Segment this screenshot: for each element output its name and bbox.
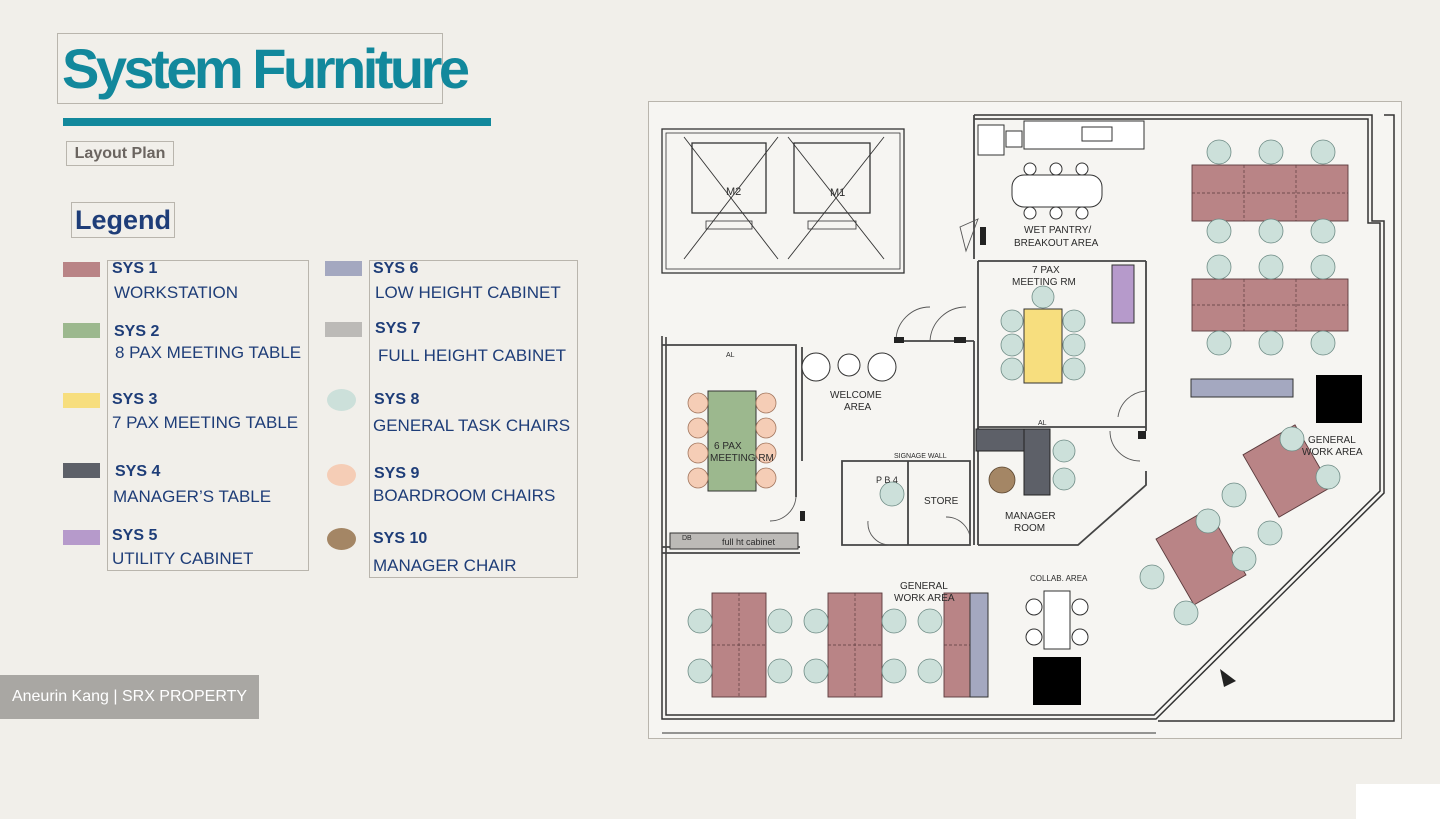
plan-label-store: STORE — [924, 496, 959, 507]
legend-swatch-sys3 — [63, 393, 100, 408]
plan-label-pantry-1: WET PANTRY/ — [1024, 225, 1091, 236]
plan-label-m1: M1 — [830, 187, 845, 199]
title-frame: System Furniture — [57, 33, 470, 104]
legend-heading: Legend — [71, 202, 175, 238]
watermark: Aneurin Kang | SRX PROPERTY — [0, 675, 259, 719]
legend-code-sys1: SYS 1 — [112, 260, 158, 277]
legend-swatch-sys1 — [63, 262, 100, 277]
legend-code-sys6: SYS 6 — [373, 260, 419, 277]
legend-swatch-sys2 — [63, 323, 100, 338]
plan-label-7pax-2: MEETING RM — [1012, 277, 1076, 288]
legend-code-sys4: SYS 4 — [115, 463, 161, 480]
legend-code-sys10: SYS 10 — [373, 530, 428, 547]
legend-code-sys3: SYS 3 — [112, 391, 158, 408]
legend-swatch-sys4 — [63, 463, 100, 478]
plan-label-m2: M2 — [726, 186, 741, 198]
legend-frame-right — [369, 260, 578, 578]
legend-code-sys9: SYS 9 — [374, 465, 420, 482]
corner-patch — [1356, 784, 1440, 819]
legend-label-sys10: MANAGER CHAIR — [373, 556, 517, 575]
page-title: System Furniture — [62, 37, 470, 100]
floor-plan: M2 M1 WET PANTRY/ BREAKOUT AREA 7 PAX ME… — [648, 101, 1402, 739]
legend-frame-left — [107, 260, 309, 571]
legend-label-sys5: UTILITY CABINET — [112, 549, 254, 568]
legend-swatch-sys9 — [327, 464, 356, 486]
legend-label-sys1: WORKSTATION — [114, 283, 239, 302]
plan-label-gwa-bottom-2: WORK AREA — [894, 593, 955, 604]
plan-label-gwa-right-2: WORK AREA — [1302, 447, 1363, 458]
plan-label-welcome-2: AREA — [844, 402, 872, 413]
plan-label-pb: P B 4 — [876, 475, 898, 485]
legend-code-sys5: SYS 5 — [112, 527, 158, 544]
plan-label-full-cabinet: full ht cabinet — [722, 537, 776, 547]
legend-label-sys2: 8 PAX MEETING TABLE — [115, 343, 302, 362]
legend-code-sys2: SYS 2 — [114, 323, 160, 340]
legend-label-sys7: FULL HEIGHT CABINET — [378, 346, 566, 365]
legend-label-sys6: LOW HEIGHT CABINET — [375, 283, 561, 302]
legend-swatch-sys8 — [327, 389, 356, 411]
legend-label-sys9: BOARDROOM CHAIRS — [373, 486, 556, 505]
plan-label-6pax-1: 6 PAX — [714, 441, 742, 452]
plan-label-gwa-right-1: GENERAL — [1308, 435, 1356, 446]
legend-swatch-sys10 — [327, 528, 356, 550]
legend-swatch-sys7 — [325, 322, 362, 337]
plan-label-manager-1: MANAGER — [1005, 511, 1056, 522]
plan-label-al-2: AL — [1038, 420, 1047, 427]
legend-swatch-sys5 — [63, 530, 100, 545]
plan-label-signage: SIGNAGE WALL — [894, 453, 947, 460]
legend-code-sys7: SYS 7 — [375, 320, 421, 337]
plan-label-collab: COLLAB. AREA — [1030, 574, 1088, 583]
subtitle: Layout Plan — [66, 141, 174, 166]
plan-label-pantry-2: BREAKOUT AREA — [1014, 238, 1099, 249]
legend-swatch-sys6 — [325, 261, 362, 276]
legend-code-sys8: SYS 8 — [374, 391, 420, 408]
plan-label-db: DB — [682, 535, 692, 542]
plan-label-al-1: AL — [726, 352, 735, 359]
legend-label-sys8: GENERAL TASK CHAIRS — [373, 416, 571, 435]
plan-label-gwa-bottom-1: GENERAL — [900, 581, 948, 592]
legend-label-sys3: 7 PAX MEETING TABLE — [112, 413, 299, 432]
title-underline — [63, 118, 491, 126]
legend-label-sys4: MANAGER’S TABLE — [113, 487, 272, 506]
plan-label-7pax-1: 7 PAX — [1032, 265, 1060, 276]
plan-label-6pax-2: MEETING RM — [710, 453, 774, 464]
plan-label-manager-2: ROOM — [1014, 523, 1045, 534]
plan-label-welcome-1: WELCOME — [830, 390, 882, 401]
